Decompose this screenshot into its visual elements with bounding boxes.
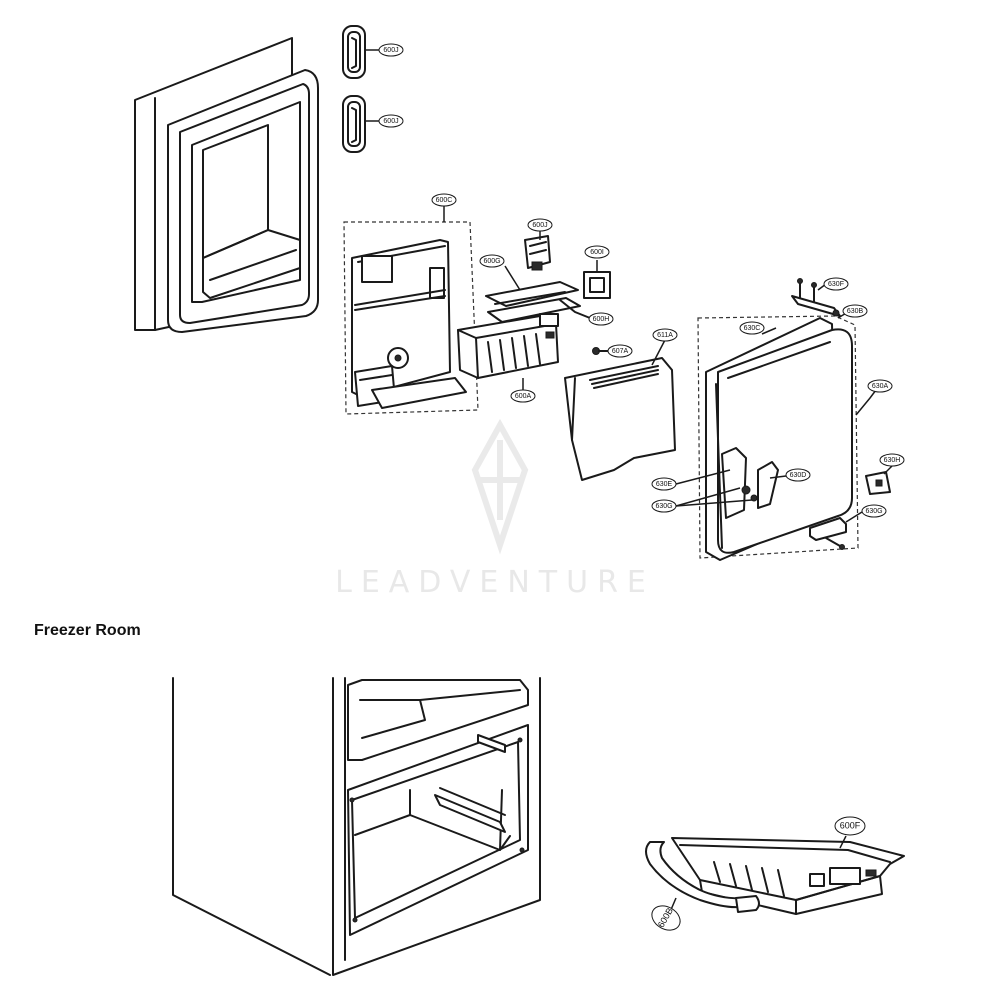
leader-line xyxy=(761,327,777,335)
stopper-part xyxy=(865,471,891,495)
section-title: Freezer Room xyxy=(34,622,141,639)
leader-line xyxy=(675,487,741,507)
callout-switch: 600I xyxy=(584,245,610,259)
lower-hinge-part xyxy=(809,517,847,550)
svg-text:600J: 600J xyxy=(383,47,398,54)
watermark-text: LEADVENTURE xyxy=(335,565,655,600)
svg-text:630B: 630B xyxy=(847,308,864,315)
leader-line xyxy=(883,465,893,475)
callout-door-frame: 630B xyxy=(842,304,868,318)
callout-freezer-part-b: 600B xyxy=(651,905,681,931)
refrigerator-door-drawing xyxy=(134,37,319,333)
svg-text:600F: 600F xyxy=(840,820,861,830)
callout-stopper: 630H xyxy=(879,453,905,467)
callout-cover-plate: 600G xyxy=(479,254,505,268)
leader-line xyxy=(675,499,753,507)
dispenser-housing-group xyxy=(343,221,479,415)
callout-door-gasket: 630C xyxy=(739,321,765,335)
svg-text:630A: 630A xyxy=(872,383,889,390)
svg-text:600H: 600H xyxy=(593,316,610,323)
gasket-part-lower xyxy=(342,95,366,153)
ice-maker-part xyxy=(457,313,559,379)
svg-text:611A: 611A xyxy=(657,332,673,339)
callout-harness: 600H xyxy=(588,312,614,326)
svg-text:600J: 600J xyxy=(383,118,398,125)
svg-text:600A: 600A xyxy=(515,393,532,400)
callout-motor-cover: 600J xyxy=(527,218,553,232)
svg-text:630E: 630E xyxy=(656,481,673,488)
callout-screw: 607A xyxy=(607,344,633,358)
callout-gasket-upper: 600J xyxy=(378,43,404,57)
svg-text:630H: 630H xyxy=(884,457,901,464)
callout-hinge-upper: 630F xyxy=(823,277,849,291)
harness-part xyxy=(559,299,591,319)
svg-text:630G: 630G xyxy=(865,508,882,515)
switch-part xyxy=(583,271,611,299)
leader-line xyxy=(504,265,521,291)
leader-line xyxy=(855,389,877,416)
svg-text:630F: 630F xyxy=(828,281,844,288)
callout-latch: 630E xyxy=(651,477,677,491)
leader-line xyxy=(769,475,787,479)
svg-text:607A: 607A xyxy=(612,348,629,355)
watermark: LEADVENTURE xyxy=(335,418,655,600)
callout-door: 630A xyxy=(867,379,893,393)
watermark-logo xyxy=(471,418,529,555)
svg-text:600C: 600C xyxy=(436,197,453,204)
svg-text:600I: 600I xyxy=(590,249,604,256)
callout-screws: 630G xyxy=(651,499,677,513)
freezer-cabinet-drawing xyxy=(172,677,541,976)
cover-plate-part xyxy=(485,281,581,323)
callout-freezer-part-f: 600F xyxy=(834,816,866,836)
svg-text:600G: 600G xyxy=(483,258,500,265)
leader-line xyxy=(839,835,847,849)
svg-text:630D: 630D xyxy=(790,472,807,479)
svg-text:600J: 600J xyxy=(532,222,547,229)
callout-housing: 600C xyxy=(431,193,457,207)
callout-handle: 630D xyxy=(785,468,811,482)
svg-text:630C: 630C xyxy=(744,325,761,332)
callout-ice-maker: 600A xyxy=(510,389,536,403)
leader-line xyxy=(651,339,666,366)
ice-bucket-part xyxy=(564,357,676,481)
callout-bucket: 611A xyxy=(652,328,678,342)
gasket-part-upper xyxy=(342,25,366,79)
leader-line xyxy=(845,511,863,523)
screw-part xyxy=(592,347,609,355)
motor-cover-part xyxy=(524,235,551,271)
leader-line xyxy=(675,469,731,485)
callout-hinge-lower: 630G xyxy=(861,504,887,518)
callout-gasket-lower: 600J xyxy=(378,114,404,128)
svg-text:630G: 630G xyxy=(655,503,672,510)
freezer-ice-maker-drawing xyxy=(645,837,905,915)
